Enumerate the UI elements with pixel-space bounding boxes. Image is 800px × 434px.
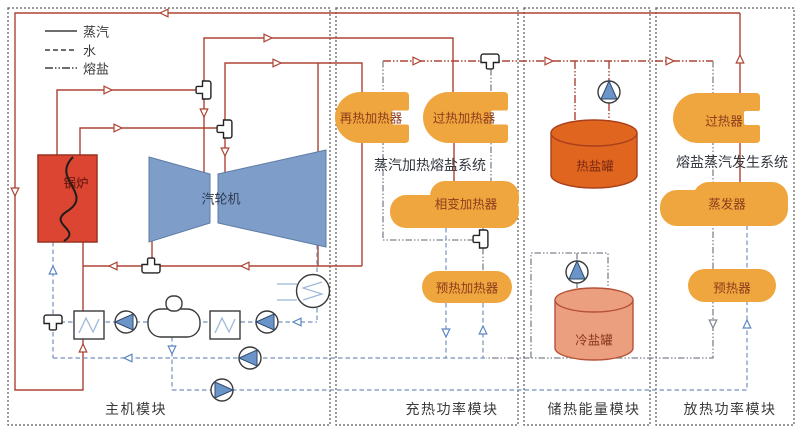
pumps [113, 79, 621, 402]
reheat-heater-shape [335, 92, 409, 143]
reheat-heater-label: 再热加热器 [339, 111, 403, 126]
charge-system-label: 蒸汽加热熔盐系统 [374, 159, 486, 174]
module-box-charge [335, 7, 519, 426]
preheat-heater-shape [422, 271, 512, 303]
valve-icon [472, 229, 489, 249]
cold-salt-tank-shape [554, 287, 634, 361]
hot-salt-tank-shape [550, 119, 638, 189]
water-lines [52, 226, 748, 391]
steam-to-reheat-heater [224, 62, 363, 266]
turbine-label: 汽轮机 [201, 191, 241, 207]
boiler [37, 154, 98, 243]
salt-discharge-drop [486, 61, 714, 359]
module-label-discharge: 放热功率模块 [683, 403, 777, 418]
pump-icon [254, 310, 279, 334]
valve-icon [141, 257, 161, 274]
preheater-shape [688, 269, 776, 302]
valve-icon [216, 119, 233, 139]
module-borders [7, 7, 795, 426]
legend-label-salt: 熔盐 [83, 61, 110, 77]
module-box-discharge [655, 7, 795, 426]
module-box-storage [523, 7, 651, 426]
boiler-outlet-2 [79, 127, 217, 155]
deaerator-icon [147, 308, 201, 338]
steam-to-superheat-heater [203, 37, 454, 92]
evaporator-label: 蒸发器 [708, 197, 746, 212]
pump-icon [565, 259, 589, 284]
valve-icon [195, 80, 212, 100]
feedwater-train [73, 295, 241, 340]
phase-change-heater-shape [430, 181, 519, 215]
boiler-coil [59, 156, 78, 242]
condenser-stubs [277, 283, 297, 301]
hp-turbine-body [148, 156, 211, 243]
hot-salt-lines [383, 60, 713, 123]
storage-tanks [550, 119, 638, 361]
module-label-storage: 储热能量模块 [547, 403, 641, 418]
boiler-label: 锅炉 [63, 176, 89, 191]
preheater-label: 预热器 [713, 281, 751, 296]
discharge-system-label: 熔盐蒸汽发生系统 [676, 156, 788, 171]
phase-change-heater-label: 相变加热器 [434, 197, 498, 212]
superheater-shape [673, 93, 760, 143]
pump-icon [597, 79, 621, 104]
lp-turbine-body [217, 149, 327, 248]
superheater-label: 过热器 [705, 114, 743, 129]
main-steam-return-line [14, 12, 740, 391]
legend-swatches [45, 30, 77, 69]
superheat-heater-shape [423, 92, 508, 143]
module-box-main [7, 7, 331, 426]
valve-icon [480, 53, 500, 70]
charge-heaters [335, 92, 519, 303]
turbine [148, 149, 327, 248]
superheat-heater-label: 过热加热器 [432, 111, 496, 126]
evaporator-shape [693, 182, 788, 220]
condenser [295, 273, 331, 309]
pump-icon [113, 310, 138, 334]
module-label-main: 主机模块 [105, 403, 167, 418]
deaerator-dome [165, 295, 183, 312]
legend-label-water: 水 [83, 43, 97, 59]
salt-arrows [708, 319, 718, 329]
valve-icon [43, 314, 63, 331]
pump-icon [237, 346, 262, 370]
module-label-charge: 充热功率模块 [405, 403, 499, 418]
discharge-heaters [660, 93, 788, 302]
hot-salt-tank-label: 热盐罐 [576, 159, 614, 174]
preheat-heater-label: 预热加热器 [435, 281, 499, 296]
cold-tank-loop [530, 252, 609, 358]
cold-salt-tank-label: 冷盐罐 [575, 333, 613, 348]
boiler-outlet-1 [56, 89, 197, 155]
pump-icon [210, 378, 235, 402]
legend-label-steam: 蒸汽 [83, 24, 110, 40]
